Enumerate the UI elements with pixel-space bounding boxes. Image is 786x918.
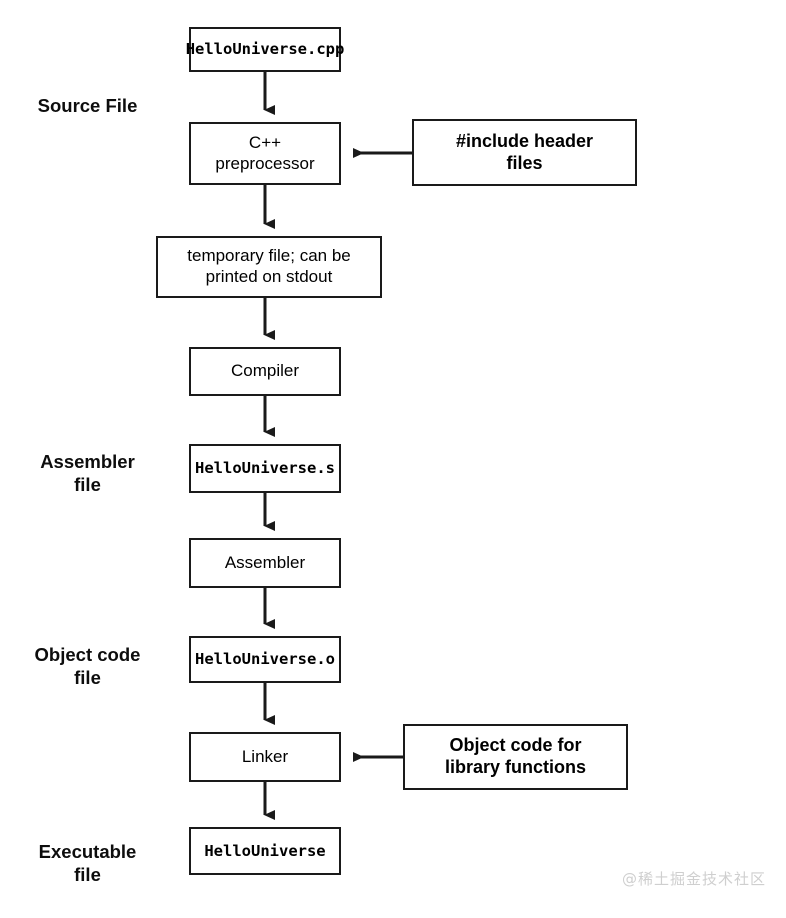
node-include-headers-label: #include header files <box>455 130 594 173</box>
node-preprocessor: C++ preprocessor <box>189 122 341 185</box>
node-library-objects-label: Object code for library functions <box>444 735 587 777</box>
node-temporary-file-label: temporary file; can be printed on stdout <box>187 246 351 286</box>
node-assembler-label: Assembler <box>224 552 306 572</box>
node-preprocessor-label: C++ preprocessor <box>215 132 315 173</box>
node-temporary-file: temporary file; can be printed on stdout <box>156 236 382 298</box>
side-label-source-file: Source File <box>37 95 138 116</box>
node-compiler: Compiler <box>189 347 341 396</box>
node-object-file-label: HelloUniverse.o <box>195 650 335 669</box>
node-executable-label: HelloUniverse <box>204 841 326 860</box>
side-label-assembler-file: Assembler file <box>40 451 135 496</box>
watermark: @稀土掘金技术社区 <box>622 870 767 888</box>
node-source-file-label: HelloUniverse.cpp <box>185 40 345 59</box>
node-linker-label: Linker <box>241 746 289 766</box>
side-label-object-code-file: Object code file <box>34 644 141 689</box>
node-object-file: HelloUniverse.o <box>189 636 341 683</box>
node-assembler: Assembler <box>189 538 341 588</box>
side-label-executable-file: Executable file <box>38 841 137 886</box>
node-assembly-file: HelloUniverse.s <box>189 444 341 493</box>
node-linker: Linker <box>189 732 341 782</box>
node-executable: HelloUniverse <box>189 827 341 875</box>
node-compiler-label: Compiler <box>230 361 300 381</box>
node-assembly-file-label: HelloUniverse.s <box>195 459 335 478</box>
node-source-file: HelloUniverse.cpp <box>186 27 344 72</box>
node-include-headers: #include header files <box>412 119 637 186</box>
node-library-objects: Object code for library functions <box>403 724 628 790</box>
